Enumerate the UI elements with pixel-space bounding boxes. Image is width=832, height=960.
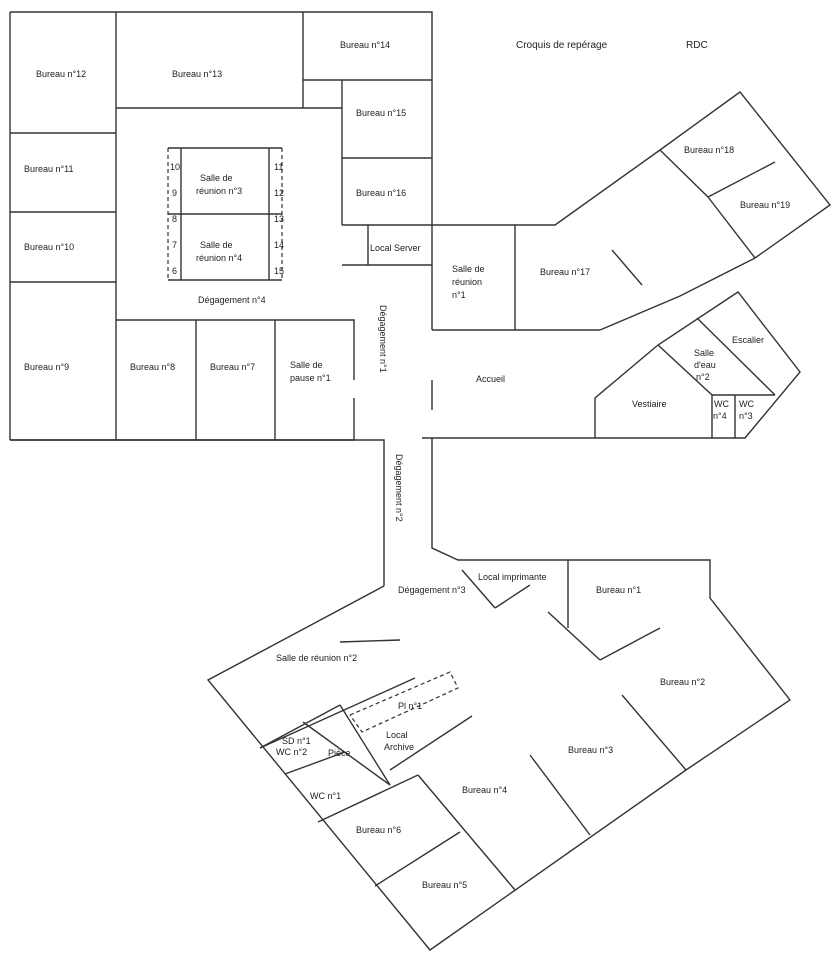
room-label-piece: Pièce <box>328 748 351 758</box>
level-label: RDC <box>686 40 708 51</box>
room-label-bureau-18: Bureau n°18 <box>684 145 734 155</box>
room-label-bureau-16: Bureau n°16 <box>356 188 406 198</box>
room-label-escalier: Escalier <box>732 335 764 345</box>
room-label-wc-3-b: n°3 <box>739 411 753 421</box>
room-label-bureau-15: Bureau n°15 <box>356 108 406 118</box>
seat-15: 15 <box>274 266 284 276</box>
room-label-reunion-2: Salle de réunion n°2 <box>276 653 357 663</box>
room-label-salle-pause-a: Salle de <box>290 360 323 370</box>
room-label-reunion-1-a: Salle de <box>452 264 485 274</box>
room-label-bureau-7: Bureau n°7 <box>210 362 255 372</box>
walls <box>9 11 832 951</box>
room-label-reunion-4-a: Salle de <box>200 240 233 250</box>
room-label-wc-3-a: WC <box>739 399 754 409</box>
room-label-bureau-9: Bureau n°9 <box>24 362 69 372</box>
room-label-local-imprimante: Local imprimante <box>478 572 547 582</box>
room-label-salle-pause-b: pause n°1 <box>290 373 331 383</box>
room-label-salle-eau-a: Salle <box>694 348 714 358</box>
room-label-local-archive-a: Local <box>386 730 408 740</box>
seat-10: 10 <box>170 162 180 172</box>
room-label-reunion-3-b: réunion n°3 <box>196 186 242 196</box>
room-label-degagement-2: Dégagement n°2 <box>394 454 404 522</box>
room-label-salle-eau-c: n°2 <box>696 372 710 382</box>
room-label-bureau-13: Bureau n°13 <box>172 69 222 79</box>
room-label-reunion-1-c: n°1 <box>452 290 466 300</box>
seat-7: 7 <box>172 240 177 250</box>
room-label-bureau-11: Bureau n°11 <box>24 164 73 174</box>
seat-13: 13 <box>274 214 284 224</box>
room-label-accueil: Accueil <box>476 374 505 384</box>
room-label-bureau-14: Bureau n°14 <box>340 40 390 50</box>
seat-14: 14 <box>274 240 284 250</box>
room-label-bureau-5: Bureau n°5 <box>422 880 467 890</box>
seat-9: 9 <box>172 188 177 198</box>
room-label-wc-4-b: n°4 <box>713 411 727 421</box>
room-label-bureau-10: Bureau n°10 <box>24 242 74 252</box>
room-label-bureau-8: Bureau n°8 <box>130 362 175 372</box>
seat-12: 12 <box>274 188 284 198</box>
seat-6: 6 <box>172 266 177 276</box>
seat-8: 8 <box>172 214 177 224</box>
room-label-degagement-3: Dégagement n°3 <box>398 585 466 595</box>
room-label-sd-1: SD n°1 <box>282 736 311 746</box>
room-label-bureau-3: Bureau n°3 <box>568 745 613 755</box>
room-label-wc-1: WC n°1 <box>310 791 341 801</box>
plan-title: Croquis de repérage <box>516 40 608 51</box>
room-label-degagement-1: Dégagement n°1 <box>378 305 388 373</box>
room-label-salle-eau-b: d'eau <box>694 360 716 370</box>
room-label-vestiaire: Vestiaire <box>632 399 667 409</box>
room-label-placard-1: Pl n°1 <box>398 701 422 711</box>
room-label-bureau-1: Bureau n°1 <box>596 585 641 595</box>
room-label-bureau-17: Bureau n°17 <box>540 267 590 277</box>
room-label-reunion-3-a: Salle de <box>200 173 233 183</box>
room-label-bureau-19: Bureau n°19 <box>740 200 790 210</box>
room-label-bureau-12: Bureau n°12 <box>36 69 86 79</box>
room-label-bureau-6: Bureau n°6 <box>356 825 401 835</box>
seat-11: 11 <box>274 162 283 172</box>
room-label-wc-2: WC n°2 <box>276 747 307 757</box>
room-label-bureau-2: Bureau n°2 <box>660 677 705 687</box>
room-label-degagement-4: Dégagement n°4 <box>198 295 266 305</box>
room-label-reunion-4-b: réunion n°4 <box>196 253 242 263</box>
room-label-reunion-1-b: réunion <box>452 277 482 287</box>
room-label-bureau-4: Bureau n°4 <box>462 785 507 795</box>
room-label-local-server: Local Server <box>370 243 421 253</box>
room-label-wc-4-a: WC <box>714 399 729 409</box>
room-label-local-archive-b: Archive <box>384 742 414 752</box>
